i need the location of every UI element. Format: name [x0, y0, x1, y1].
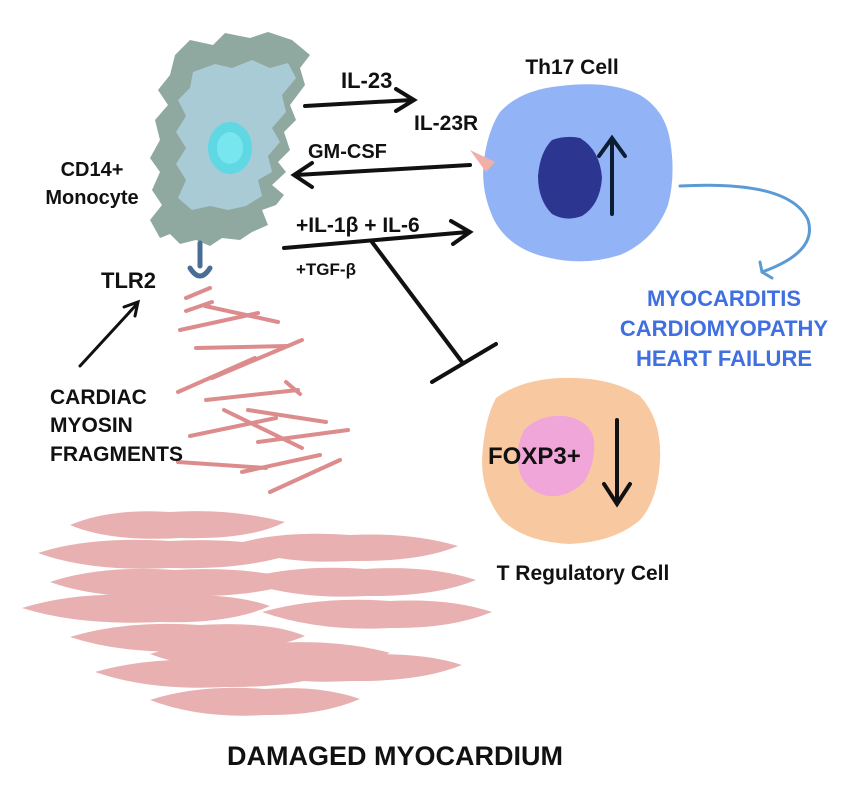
gmcsf-arrow: [290, 161, 472, 189]
monocyte-nucleus-core: [217, 132, 243, 164]
myocardium-cells: [22, 511, 492, 716]
tgfb-label: +TGF-β: [296, 260, 356, 279]
fragments-label-line2: MYOSIN: [50, 414, 133, 437]
fragment: [284, 380, 302, 396]
treg-inhibition-line: [370, 240, 498, 384]
fragment: [184, 300, 214, 313]
tlr2-receptor: [187, 240, 213, 279]
myocyte-cell: [150, 687, 360, 716]
outcome-label-line2: CARDIOMYOPATHY: [620, 316, 829, 341]
il23r-receptor: [470, 150, 495, 172]
fragment: [256, 428, 350, 444]
fragment: [203, 304, 280, 324]
il23r-label: IL-23R: [414, 112, 478, 135]
myocyte-cell: [240, 567, 476, 597]
myocyte-cell: [232, 533, 458, 562]
th17-label: Th17 Cell: [525, 56, 618, 79]
monocyte-label-line2: Monocyte: [45, 187, 138, 209]
myocyte-cell: [225, 653, 462, 682]
foxp3-label: FOXP3+: [488, 443, 581, 470]
il23-label: IL-23: [341, 68, 392, 93]
myocardium-label: DAMAGED MYOCARDIUM: [227, 741, 563, 771]
il1b-il6-arrow: [282, 219, 474, 250]
treg-nucleus: [517, 415, 595, 497]
fragment: [268, 458, 342, 494]
tlr2-label: TLR2: [101, 268, 156, 293]
fragment: [188, 416, 278, 438]
myosin-fragments: [176, 286, 350, 494]
treg-down-arrow: [602, 418, 632, 508]
gmcsf-label: GM-CSF: [308, 141, 387, 163]
outcome-label-line1: MYOCARDITIS: [647, 286, 801, 311]
fragments-label-line1: CARDIAC: [50, 386, 147, 409]
monocyte-cell: [150, 32, 310, 246]
il1b-il6-label: +IL-1β + IL-6: [296, 214, 420, 237]
outcome-label-line3: HEART FAILURE: [636, 346, 812, 371]
th17-nucleus: [538, 136, 602, 219]
tlr2-arrow: [78, 299, 141, 368]
treg-label: T Regulatory Cell: [497, 562, 670, 585]
fragment: [240, 453, 322, 474]
myocyte-cell: [50, 568, 300, 597]
fragment: [184, 286, 212, 300]
fragment: [176, 356, 257, 394]
treg-cell: [482, 377, 661, 544]
fragment: [194, 344, 290, 350]
myocyte-cell: [22, 594, 270, 623]
myocyte-cell: [262, 599, 492, 629]
fragment: [176, 460, 268, 470]
th17-up-arrow: [597, 134, 627, 216]
th17-cell: [483, 84, 673, 262]
fragment: [222, 408, 304, 450]
fragment: [178, 311, 260, 332]
myocyte-cell: [70, 511, 285, 539]
fragment: [246, 408, 328, 424]
myocyte-cell: [38, 539, 298, 569]
outcome-curved-arrow: [678, 183, 811, 280]
fragments-label-line3: FRAGMENTS: [50, 443, 183, 466]
monocyte-label-line1: CD14+: [61, 159, 124, 181]
il23-arrow: [303, 87, 418, 113]
fragment: [204, 388, 300, 402]
